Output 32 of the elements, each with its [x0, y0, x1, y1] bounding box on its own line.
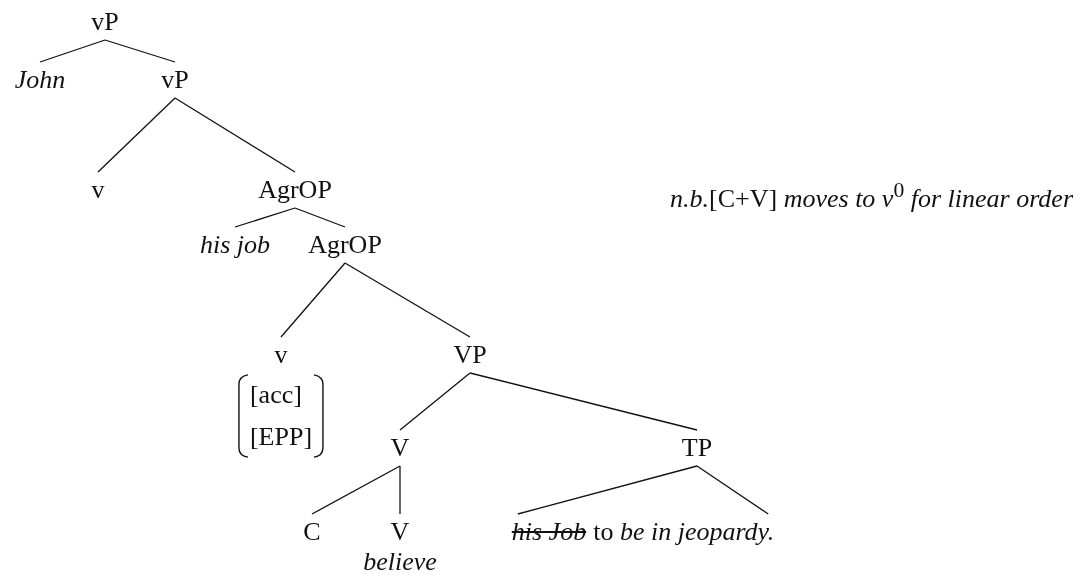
struck-text: his Job	[511, 517, 587, 547]
tree-branch	[399, 372, 471, 431]
tree-label: TP	[681, 433, 713, 463]
tree-label: v	[274, 340, 288, 370]
triangle-branch	[517, 465, 769, 515]
tree-branch	[399, 465, 401, 515]
tree-branch	[234, 207, 296, 228]
tree-branch	[344, 262, 471, 338]
tree-branch	[104, 39, 176, 63]
tree-label: AgrOP	[258, 175, 332, 205]
tree-branch	[174, 97, 296, 173]
tree-label: C	[303, 517, 321, 547]
feature-label: [EPP]	[249, 421, 313, 453]
tree-label: vP	[161, 65, 189, 95]
tree-branch	[97, 97, 176, 173]
tree-label: vP	[91, 7, 119, 37]
tree-branch	[280, 262, 346, 338]
tree-label: AgrOP	[308, 230, 382, 260]
tree-label: John	[14, 65, 66, 95]
tree-label: v	[91, 175, 105, 205]
note-text: n.b.[C+V] moves to v$^{0}$ for linear order	[670, 177, 1073, 214]
tree-label: VP	[453, 340, 487, 370]
gloss-label: believe	[363, 547, 437, 577]
tree-label: his job	[199, 230, 271, 260]
tree-branch	[311, 465, 401, 515]
tree-branch	[469, 372, 698, 431]
tree-branch	[294, 207, 346, 228]
feature-label: [acc]	[249, 379, 303, 411]
tree-label: V	[390, 517, 410, 547]
tree-branch	[39, 39, 106, 63]
tree-label: V	[390, 433, 410, 463]
tree-label: to be in jeopardy.	[593, 517, 775, 547]
